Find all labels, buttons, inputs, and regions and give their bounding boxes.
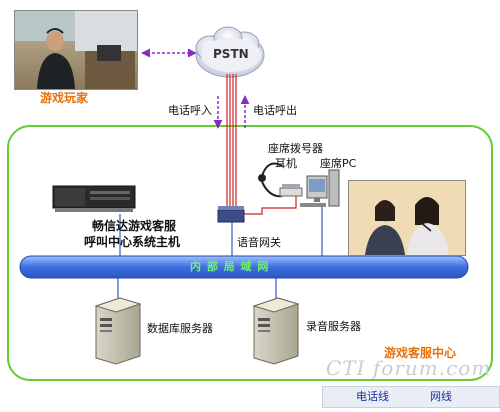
pstn-cloud <box>195 26 265 78</box>
db-server-label: 数据库服务器 <box>147 322 213 335</box>
legend-phone-label: 电话线 <box>356 390 389 403</box>
host-label-line2: 呼叫中心系统主机 <box>84 235 181 249</box>
player-label: 游戏玩家 <box>40 91 89 105</box>
host-label-line1: 畅信达游戏客服 <box>92 219 177 233</box>
pstn-trunk-lines <box>226 74 237 214</box>
agent-pc-device <box>300 169 340 207</box>
call-in-label: 电话呼入 <box>168 104 212 117</box>
host-server <box>52 185 136 212</box>
rec-server-label: 录音服务器 <box>306 320 361 333</box>
pstn-label: PSTN <box>213 47 249 61</box>
player-photo <box>14 10 138 90</box>
agent-dialer-label: 座席拨号器 <box>268 142 323 155</box>
service-center-border <box>7 125 493 381</box>
lan-label: 内 部 局 域 网 <box>190 260 270 273</box>
voice-gateway-label: 语音网关 <box>237 236 281 249</box>
legend-box <box>322 386 500 408</box>
gateway-device <box>217 206 245 223</box>
lan-bar <box>19 255 469 279</box>
gateway-dialer-line <box>243 196 297 215</box>
agent-pc-label: 座席PC <box>320 157 357 170</box>
db-server-device <box>94 297 142 365</box>
agent-photo <box>348 180 466 256</box>
dialer-device <box>279 184 303 197</box>
call-out-label: 电话呼出 <box>253 104 297 117</box>
legend-network-label: 网线 <box>430 390 452 403</box>
headset-label: 耳机 <box>275 157 297 170</box>
service-center-label: 游戏客服中心 <box>384 346 457 360</box>
network-lines <box>117 205 323 298</box>
watermark: CTI forum.com <box>326 356 492 380</box>
rec-server-device <box>252 297 300 365</box>
